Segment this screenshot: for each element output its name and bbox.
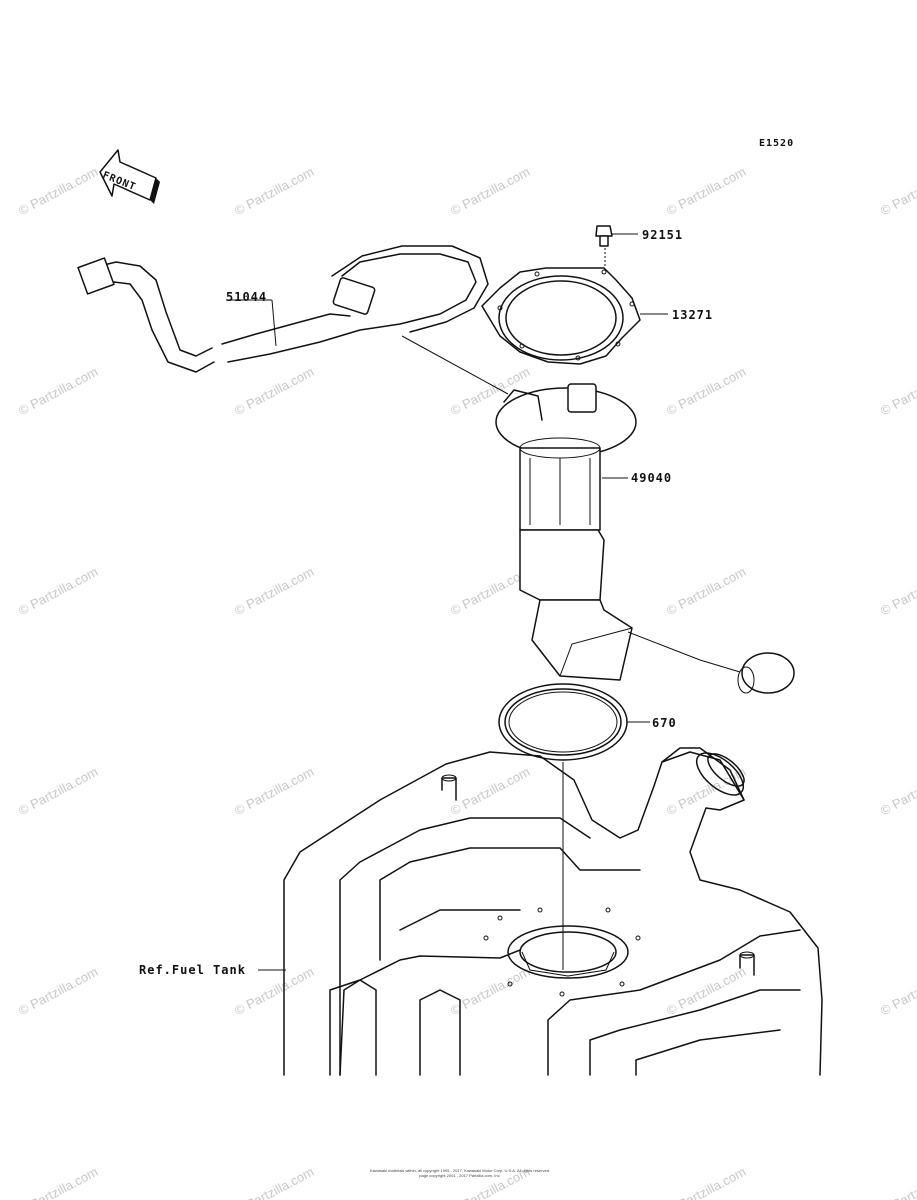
part-label-49040[interactable]: 49040 (631, 471, 673, 485)
part-label-13271[interactable]: 13271 (672, 308, 714, 322)
front-arrow-icon (99, 149, 160, 204)
diagram-code: E1520 (759, 138, 795, 149)
part-label-ref-fuel-tank[interactable]: Ref.Fuel Tank (139, 963, 246, 977)
part-label-51044[interactable]: 51044 (226, 290, 268, 304)
copyright-line-2: page copyright 2001 - 2017 Partzilla.com… (419, 1173, 501, 1178)
fuel-tank-drawing (258, 747, 823, 1076)
copyright-line-1: Kawasaki materials within, all copyright… (369, 1168, 551, 1173)
plate-13271-drawing (481, 267, 668, 365)
copyright-notice: Kawasaki materials within, all copyright… (340, 1168, 580, 1178)
part-label-670[interactable]: 670 (652, 716, 677, 730)
hose-51044-drawing (77, 245, 509, 395)
bolt-92151-drawing (595, 225, 638, 268)
ring-670-drawing (498, 683, 650, 970)
part-label-92151[interactable]: 92151 (642, 228, 684, 242)
pump-49040-drawing (495, 383, 795, 694)
